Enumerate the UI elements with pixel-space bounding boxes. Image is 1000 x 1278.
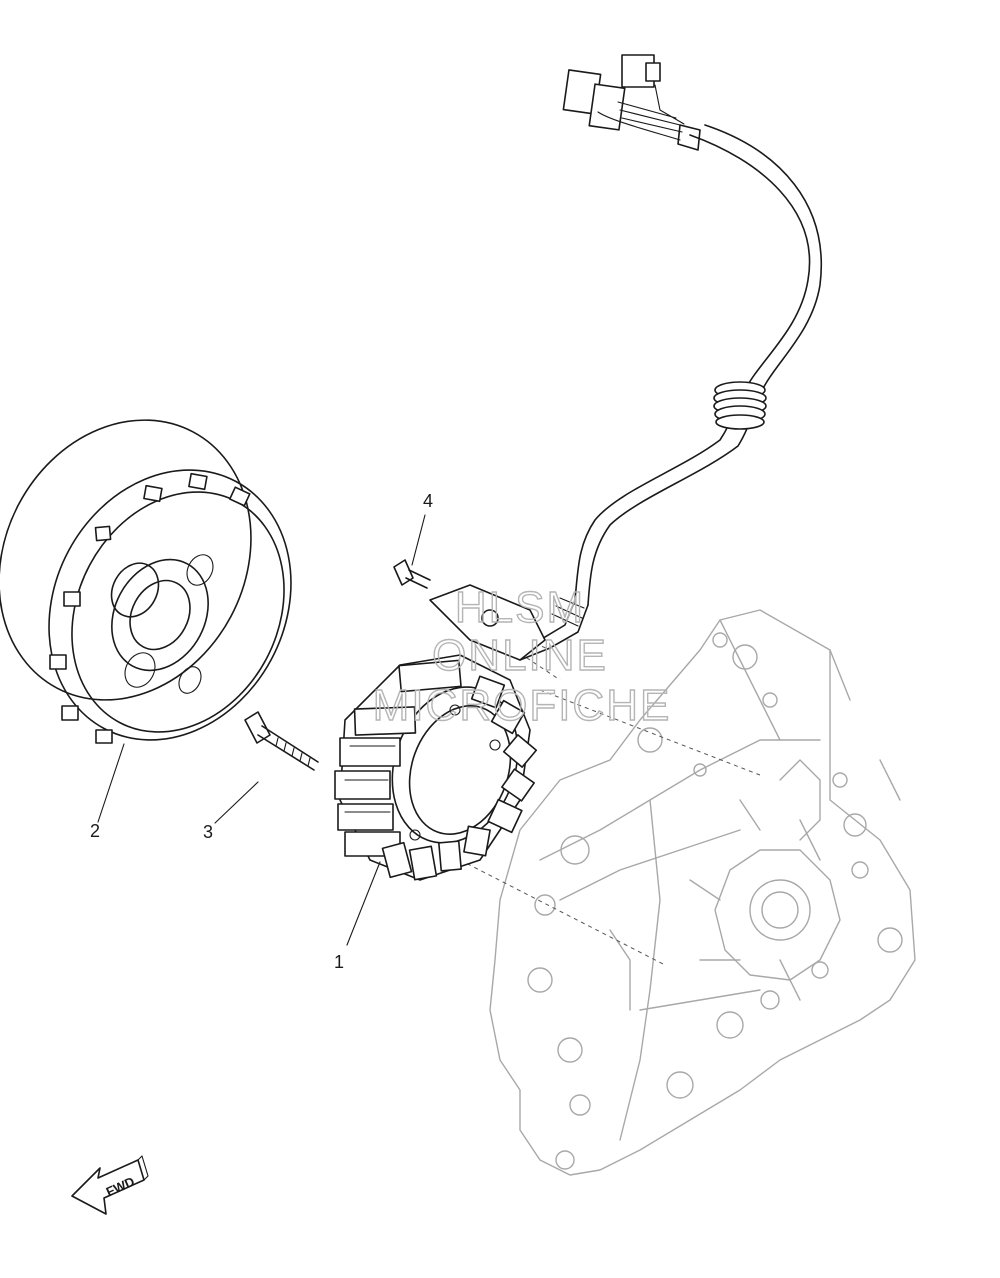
callout-1: 1: [334, 952, 344, 972]
leader-lines: [97, 514, 426, 946]
wire-connectors: [562, 54, 685, 141]
fwd-arrow-icon: FWD: [71, 1155, 149, 1215]
callout-4: 4: [423, 491, 433, 511]
harness-grommet: [713, 381, 767, 430]
callout-3: 3: [203, 822, 213, 842]
callout-2: 2: [90, 821, 100, 841]
watermark-line-1: HLSM: [455, 583, 585, 632]
wiring-harness: [429, 54, 822, 661]
engine-crankcase: [489, 609, 916, 1176]
rotor-magnets: [49, 472, 251, 744]
watermark-line-3: MICROFICHE: [373, 681, 672, 730]
alignment-lines: [439, 599, 761, 966]
watermark-line-2: ONLINE: [432, 631, 608, 680]
watermark: HLSM ONLINE MICROFICHE: [372, 582, 672, 730]
rotor-flywheel: [0, 419, 292, 744]
stator-part-1: [334, 654, 538, 881]
stator-coils: [334, 659, 538, 881]
bolt-part-3: [244, 711, 319, 771]
wire-clamp-plate: [429, 584, 546, 661]
screw-part-4: [393, 559, 431, 589]
